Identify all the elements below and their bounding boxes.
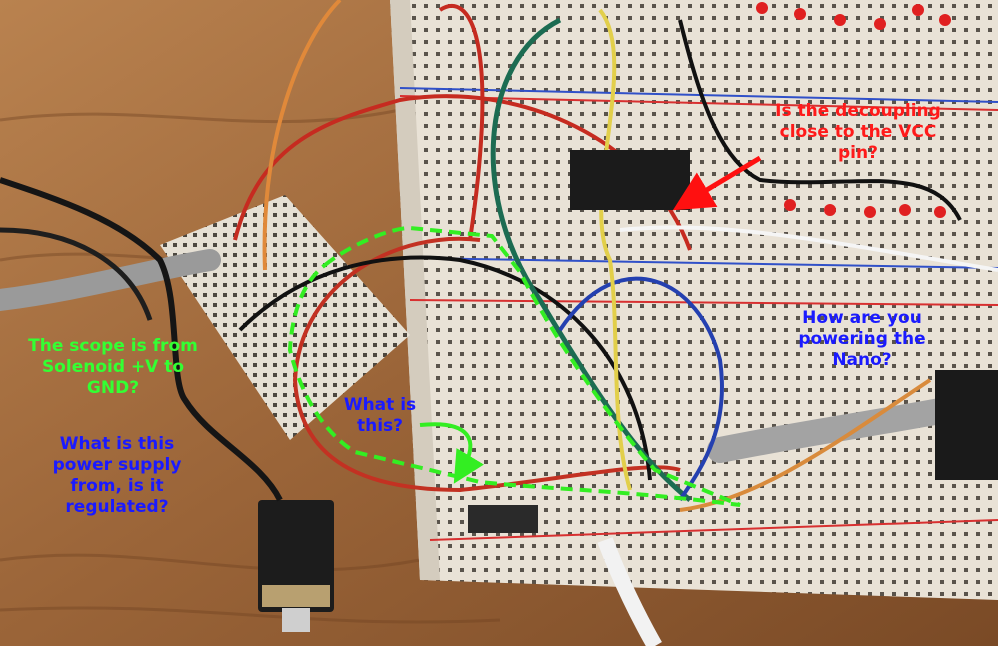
orange-wire-2 [679,378,932,512]
yellow-wire [598,8,632,491]
power-rail-blue-mid [409,299,998,306]
main-breadboard [390,0,998,600]
power-supply-question: What is this power supply from, is it re… [52,434,182,517]
white-wire [619,225,998,272]
black-cable-left-2 [0,227,153,321]
power-rail-red-mid [409,257,998,269]
mini-breadboard [160,195,410,440]
decoupling-arrow [672,155,762,211]
led-row [756,2,951,218]
decoupling-question: Is the decoupling close to the VCC pin? [775,101,941,163]
red-wire-2 [438,4,485,241]
nano-power-question: How are you powering the Nano? [798,308,926,370]
black-wire-loop [238,255,652,481]
orange-wire [262,0,342,271]
power-rail-blue-top [399,87,998,103]
right-connector [935,370,998,480]
solenoid [258,500,334,612]
breadboard-edge [390,0,440,580]
scope-probe-cable [0,249,221,311]
scope-question: The scope is from Solenoid +V to GND? [28,336,198,398]
what-arrow [419,422,484,484]
solenoid-plunger [282,608,310,632]
white-power-cable [597,537,662,646]
ic-chip [570,150,690,210]
power-rail-red-bottom [429,519,998,541]
what-is-this-question: What is this? [343,395,417,436]
solenoid-frame [262,585,330,607]
black-wire-top [678,19,962,221]
black-cable-left [0,177,283,502]
pin-connector [468,505,538,533]
green-dashed-outline [287,225,741,507]
